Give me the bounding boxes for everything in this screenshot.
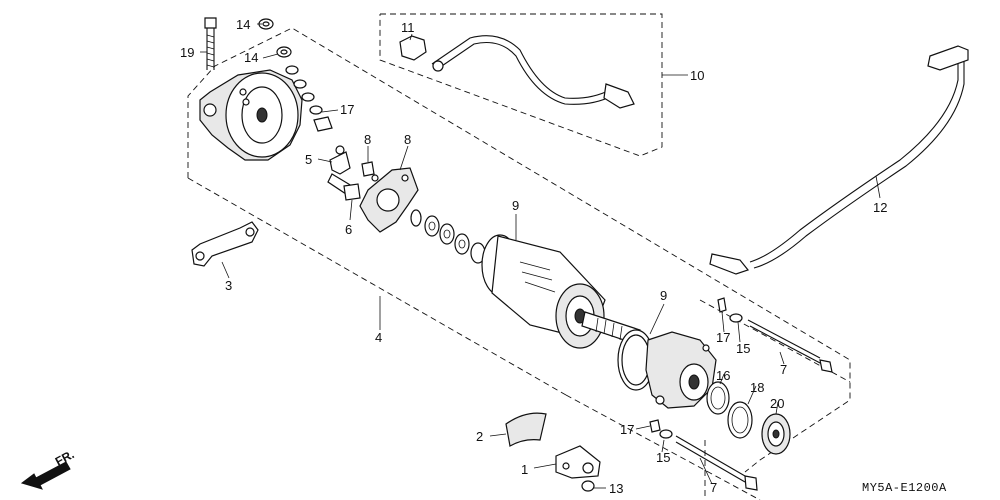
thrust-washers (410, 209, 486, 264)
callout-14-mid: 14 (244, 50, 258, 65)
brush-spring-6 (343, 183, 361, 201)
callout-17-right: 17 (716, 330, 730, 345)
bearing-20 (761, 413, 791, 455)
callout-9-upper: 9 (512, 198, 519, 213)
callout-2: 2 (476, 429, 483, 444)
callout-7-right: 7 (780, 362, 787, 377)
bolt-13 (581, 480, 595, 492)
stay-1 (555, 445, 601, 479)
bolt-7-lower (675, 435, 758, 491)
callout-18: 18 (750, 380, 764, 395)
diagram-code: MY5A-E1200A (862, 481, 947, 495)
washer-15-upper (729, 313, 743, 323)
front-cover (645, 331, 717, 409)
callout-17-top: 17 (340, 102, 354, 117)
callout-13: 13 (609, 481, 623, 496)
callout-15-lower: 15 (656, 450, 670, 465)
o-ring-9 (617, 329, 655, 391)
callout-3: 3 (225, 278, 232, 293)
callout-1: 1 (521, 462, 528, 477)
front-arrow-icon (20, 461, 71, 490)
bolt-7-upper (747, 319, 833, 373)
callout-15-right: 15 (736, 341, 750, 356)
assembly-boundary-cable (379, 13, 663, 157)
clip-17 (313, 116, 333, 132)
end-cover (199, 69, 303, 161)
callout-19: 19 (180, 45, 194, 60)
leader-lines (200, 23, 881, 489)
brush-8-upper (361, 161, 375, 177)
callout-17-lower: 17 (620, 422, 634, 437)
callout-7-lower: 7 (710, 480, 717, 495)
callout-11: 11 (401, 20, 415, 35)
o-ring-16 (706, 381, 730, 415)
brush-holder-plate-8 (359, 167, 419, 233)
callout-10: 10 (690, 68, 704, 83)
front-label: FR. (53, 447, 77, 468)
cover-2 (505, 412, 547, 447)
callout-12: 12 (873, 200, 887, 215)
callout-14-top: 14 (236, 17, 250, 32)
bracket-3 (191, 221, 259, 267)
cable-10 (431, 35, 635, 109)
washer-15-lower (659, 429, 673, 439)
callout-8-left: 8 (364, 132, 371, 147)
callout-9-lower: 9 (660, 288, 667, 303)
callout-16: 16 (716, 368, 730, 383)
callout-20: 20 (770, 396, 784, 411)
callout-4: 4 (375, 330, 382, 345)
callout-6: 6 (345, 222, 352, 237)
bolt-19 (204, 17, 217, 70)
clip-17-upper (717, 297, 727, 313)
callout-5: 5 (305, 152, 312, 167)
front-direction-indicator: FR. (20, 447, 77, 490)
motor-yoke (481, 234, 606, 349)
snap-ring-18 (727, 401, 753, 439)
clip-17-lower (649, 419, 661, 433)
cable-12 (709, 45, 969, 275)
callout-labels: 19 14 14 17 5 6 8 8 9 9 10 11 12 3 4 2 1… (180, 17, 887, 496)
callout-8-right: 8 (404, 132, 411, 147)
boot-11 (399, 35, 427, 61)
